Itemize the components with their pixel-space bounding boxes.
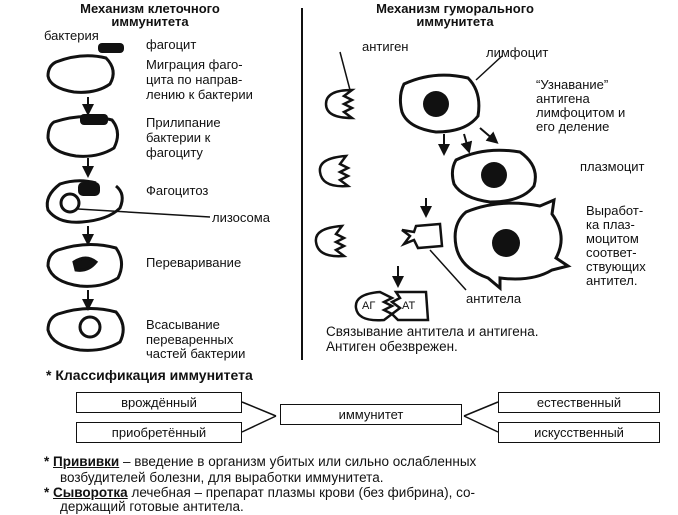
serum-term: Сыворотка: [53, 485, 128, 500]
acquired-box: приобретённый: [76, 422, 242, 443]
immunity-box: иммунитет: [280, 404, 462, 425]
vaccine-note: * Прививки – введение в организм убитых …: [44, 454, 476, 470]
bacterium-label: бактерия: [44, 28, 99, 43]
vaccine-note-2: возбудителей болезни, для выработки имму…: [60, 470, 384, 485]
production-line-5: ствующих: [586, 259, 646, 274]
natural-box: естественный: [498, 392, 660, 413]
antigen-antibody-complex: [354, 290, 430, 322]
brace-top-right: [463, 401, 499, 417]
cellular-title-2: иммунитета: [111, 14, 189, 29]
absorption-line-1: Всасывание: [146, 317, 220, 332]
at-label: АТ: [402, 300, 416, 312]
binding-line-2: Антиген обезврежен.: [326, 339, 458, 354]
production-line-6: антител.: [586, 273, 638, 288]
migration-line-3: лению к бактерии: [146, 87, 253, 102]
classification-title: * Классификация иммунитета: [46, 367, 253, 383]
antigen-1: [324, 88, 356, 120]
lymphocyte-label: лимфоцит: [486, 45, 549, 60]
recognition-line-1: “Узнавание”: [536, 77, 609, 92]
humoral-title-1: Механизм гуморального: [376, 1, 534, 16]
antigen-label: антиген: [362, 39, 409, 54]
serum-note: * Сыворотка лечебная – препарат плазмы к…: [44, 485, 475, 501]
brace-bottom-left: [241, 415, 277, 433]
phagocyte-cell-4: [46, 243, 123, 288]
digestion-label: Переваривание: [146, 255, 242, 270]
binding-line-1: Связывание антитела и антигена.: [326, 324, 539, 339]
plasmocyte-label: плазмоцит: [580, 159, 645, 174]
serum-text: лечебная – препарат плазмы крови (без фи…: [127, 485, 475, 500]
antigen-pointer: [339, 51, 351, 91]
secreting-plasmocyte: [453, 197, 572, 292]
serum-note-2: держащий готовые антитела.: [60, 499, 244, 514]
free-antibody: [400, 222, 444, 250]
vaccine-mark: *: [44, 454, 54, 469]
ag-label: АГ: [362, 300, 376, 312]
recognition-line-3: лимфоцитом и: [536, 105, 626, 120]
bacterium-shape: [98, 43, 124, 53]
vaccine-text: – введение в организм убитых или сильно …: [119, 454, 477, 469]
arrow-div-2: [460, 133, 473, 154]
plasmocyte-nucleus: [481, 162, 507, 188]
phagocyte-cell-5: [46, 307, 125, 352]
brace-bottom-right: [463, 415, 499, 433]
attached-bacterium: [80, 114, 108, 125]
antigen-2: [318, 154, 352, 188]
arrow-div-3: [479, 127, 499, 144]
absorption-line-3: частей бактерии: [146, 346, 246, 361]
serum-mark: *: [44, 485, 54, 500]
production-line-2: ка плаз-: [586, 217, 635, 232]
brace-top-left: [241, 401, 277, 417]
lysosome-label: лизосома: [212, 210, 270, 225]
antibodies-pointer: [429, 249, 467, 291]
adhesion-line-3: фагоциту: [146, 145, 203, 160]
absorption-line-2: переваренных: [146, 332, 234, 347]
production-line-3: моцитом: [586, 231, 639, 246]
artificial-box: искусственный: [498, 422, 660, 443]
lysosome-pointer: [77, 208, 211, 218]
innate-box: врождённый: [76, 392, 242, 413]
migration-line-1: Миграция фаго-: [146, 57, 243, 72]
plasmocyte-cell: [450, 148, 537, 204]
migration-line-2: цита по направ-: [146, 72, 243, 87]
production-line-1: Выработ-: [586, 203, 644, 218]
phagocyte-cell-1: [46, 54, 115, 94]
antibodies-label: антитела: [466, 291, 522, 306]
production-line-4: соответ-: [586, 245, 637, 260]
lymphocyte-pointer: [475, 55, 503, 81]
engulfed-bacterium: [78, 182, 100, 196]
cellular-title-1: Механизм клеточного: [80, 1, 220, 16]
phagocyte-cell-3: [45, 179, 124, 224]
humoral-title-2: иммунитета: [416, 14, 494, 29]
recognition-line-4: его деление: [536, 119, 610, 134]
secreting-nucleus: [492, 229, 520, 257]
adhesion-line-1: Прилипание: [146, 115, 221, 130]
lymphocyte-cell: [398, 73, 481, 134]
antigen-3: [314, 224, 348, 258]
recognition-line-2: антигена: [536, 91, 590, 106]
vaccine-term: Прививки: [53, 454, 120, 469]
lymphocyte-nucleus: [423, 91, 449, 117]
phagocytosis-label: Фагоцитоз: [146, 183, 209, 198]
phagocyte-label: фагоцит: [146, 37, 197, 52]
adhesion-line-2: бактерии к: [146, 130, 211, 145]
